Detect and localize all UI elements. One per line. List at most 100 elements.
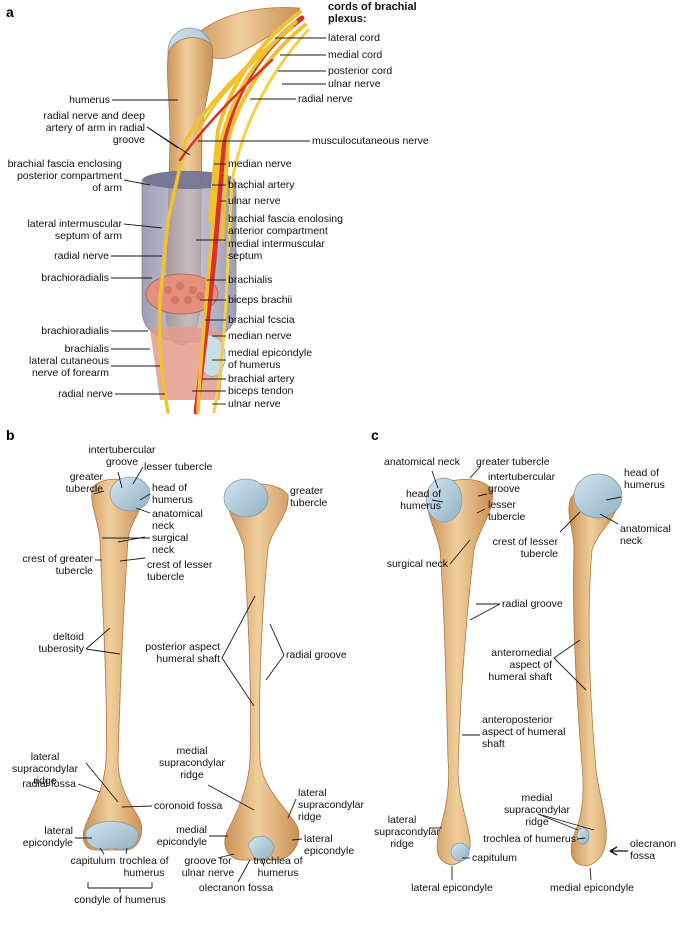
label-b-lateral-epi-r: lateral epicondyle bbox=[304, 833, 355, 857]
label-b-greater-tubercle-r: greater tubercle bbox=[290, 485, 328, 509]
distal-cartilage-b1 bbox=[85, 821, 139, 850]
distal-cartilage-b2 bbox=[247, 835, 275, 860]
label-c-medial-supra: medial supracondylar ridge bbox=[504, 792, 570, 828]
label-b-groove-ulnar: groove for ulnar nerve bbox=[181, 855, 235, 879]
label-biceps-tendon: biceps tendon bbox=[228, 385, 294, 397]
label-c-intertubercular: intertubercular groove bbox=[488, 471, 556, 495]
label-radial-nerve-top: radial nerve bbox=[298, 93, 353, 105]
label-posterior-cord: posterior cord bbox=[328, 65, 393, 77]
label-c-lesser-tubercle: lesser tubercle bbox=[488, 499, 526, 523]
label-medial-septum: medial intermuscular septum bbox=[228, 238, 325, 262]
head-cartilage-b2 bbox=[223, 478, 269, 518]
label-lateral-cutaneous: lateral cutaneous nerve of forearm bbox=[29, 355, 109, 379]
label-b-capitulum: capitulum bbox=[70, 855, 116, 867]
label-b-greater-tubercle-l: greater tubercle bbox=[65, 471, 103, 495]
label-c-surgical-neck: surgical neck bbox=[386, 558, 448, 570]
label-b-lesser-tubercle: lesser tubercle bbox=[144, 461, 213, 473]
capitulum-cartilage-c1 bbox=[450, 842, 470, 862]
label-ulnar-nerve-top: ulnar nerve bbox=[328, 78, 381, 90]
label-lateral-cord: lateral cord bbox=[328, 32, 380, 44]
panel-b-posterior-humerus bbox=[223, 478, 300, 861]
head-cartilage-c1 bbox=[425, 477, 463, 523]
label-brachial-fascia-anterior: brachial fascia enolosing anterior compa… bbox=[228, 213, 343, 237]
panel-letter-b: b bbox=[6, 427, 15, 443]
nerves-and-vessels bbox=[157, 10, 310, 415]
label-b-intertubercular: intertubercular groove bbox=[88, 444, 156, 468]
olecranon-arrow-icon bbox=[609, 846, 628, 856]
label-brachial-fcscia: brachial fcscia bbox=[228, 314, 295, 326]
label-ulnar-nerve-mid: ulnar nerve bbox=[228, 195, 281, 207]
label-b-crest-lesser: crest of lesser tubercle bbox=[147, 559, 213, 583]
label-b-coronoid: coronoid fossa bbox=[154, 800, 223, 812]
label-brachial-fascia-posterior: brachial fascia enclosing posterior comp… bbox=[7, 158, 122, 194]
label-brachioradialis-2: brachioradialis bbox=[41, 325, 109, 337]
label-b-lateral-supra-l: lateral supracondylar ridge bbox=[12, 751, 78, 787]
nerve-medial-cord bbox=[220, 23, 307, 242]
label-b-surgical-neck: surgical neck bbox=[152, 532, 189, 556]
fascia-sleeve bbox=[141, 170, 237, 343]
label-humerus: humerus bbox=[69, 94, 110, 106]
label-b-radial-fossa: radial fossa bbox=[22, 778, 76, 790]
leader-lines bbox=[75, 37, 622, 893]
label-b-posterior-aspect: posterior aspect humeral shaft bbox=[145, 641, 220, 665]
nerve-ulnar bbox=[212, 28, 310, 414]
label-c-radial-groove: radial groove bbox=[502, 598, 563, 610]
label-b-medial-epi: medial epicondyle bbox=[156, 824, 207, 848]
panel-letter-c: c bbox=[371, 427, 379, 443]
label-brachialis-r: brachialis bbox=[228, 274, 273, 286]
nerve-musculocutaneous bbox=[194, 43, 272, 142]
panel-letter-a: a bbox=[6, 4, 14, 20]
label-median-nerve-low: median nerve bbox=[228, 330, 292, 342]
label-radial-nerve-deep-artery: radial nerve and deep artery of arm in r… bbox=[43, 110, 145, 146]
label-c-anteromedial: anteromedial aspect of humeral shaft bbox=[488, 647, 552, 683]
label-c-medial-epi: medial epicondyle bbox=[549, 882, 635, 894]
label-b-olecranon: olecranon fossa bbox=[198, 882, 274, 894]
label-brachial-artery: brachial artery bbox=[228, 179, 295, 191]
panel-c-lateral-humerus bbox=[425, 477, 493, 865]
label-lateral-septum: lateral intermuscular septum of arm bbox=[27, 218, 122, 242]
panel-a-illustration bbox=[141, 7, 310, 415]
trochlea-cartilage-c2 bbox=[576, 827, 590, 845]
label-c-greater-tubercle: greater tubercle bbox=[476, 456, 550, 468]
nerve-median bbox=[196, 20, 298, 414]
label-biceps-brachii: biceps brachii bbox=[228, 294, 293, 306]
muscle-bundles bbox=[164, 282, 204, 304]
label-c-head-l: head of humerus bbox=[400, 488, 441, 512]
label-cords-title: cords of brachial plexus: bbox=[328, 1, 417, 25]
label-c-lateral-epi: lateral epicondyle bbox=[411, 882, 493, 894]
label-c-trochlea: trochlea of humerus bbox=[483, 833, 576, 845]
label-b-trochlea-r: trochlea of humerus bbox=[253, 855, 303, 879]
label-c-anteroposterior: anteroposterior aspect of humeral shaft bbox=[482, 714, 566, 750]
label-ulnar-nerve-low: ulnar nerve bbox=[228, 398, 281, 410]
label-b-medial-supra: medial supracondylar ridge bbox=[159, 745, 225, 781]
label-brachialis-l: brachialis bbox=[64, 343, 109, 355]
label-c-capitulum: capitulum bbox=[472, 852, 517, 864]
label-c-olecranon: olecranon fossa bbox=[630, 838, 677, 862]
label-c-anatomical-neck: anatomical neck bbox=[384, 456, 460, 468]
label-b-radial-groove: radial groove bbox=[286, 649, 347, 661]
head-cartilage-b1 bbox=[109, 476, 151, 512]
label-b-lateral-epi-l: lateral epicondyle bbox=[22, 825, 73, 849]
label-b-head-of-humerus: head of humerus bbox=[152, 482, 193, 506]
muscle-cross-section bbox=[145, 273, 219, 315]
label-b-crest-greater: crest of greater tubercle bbox=[22, 553, 93, 577]
label-brachioradialis-1: brachioradialis bbox=[41, 272, 109, 284]
artery-deep bbox=[178, 58, 274, 162]
label-b-lateral-supra-r: lateral supracondylar ridge bbox=[298, 787, 364, 823]
label-b-anatomical-neck: anatomical neck bbox=[152, 508, 203, 532]
label-medial-cord: medial cord bbox=[328, 49, 383, 61]
head-cartilage-c2 bbox=[573, 473, 623, 519]
label-b-deltoid: deltoid tuberosity bbox=[38, 631, 84, 655]
label-c-lateral-supra: lateral supracondylar ridge bbox=[374, 814, 440, 850]
label-c-anatomical-neck-r: anatomical neck bbox=[620, 523, 671, 547]
panel-c-medial-humerus bbox=[568, 473, 623, 866]
label-median-nerve: median nerve bbox=[228, 158, 292, 170]
label-b-trochlea-l: trochlea of humerus bbox=[119, 855, 169, 879]
label-brachial-artery-low: brachial artery bbox=[228, 373, 295, 385]
label-c-crest-lesser: crest of lesser tubercle bbox=[492, 536, 558, 560]
label-c-head-r: head of humerus bbox=[624, 467, 665, 491]
label-radial-nerve-low: radial nerve bbox=[58, 388, 113, 400]
panel-b-anterior-humerus bbox=[82, 476, 151, 851]
label-medial-epicondyle: medial epicondyle of humerus bbox=[228, 347, 313, 371]
